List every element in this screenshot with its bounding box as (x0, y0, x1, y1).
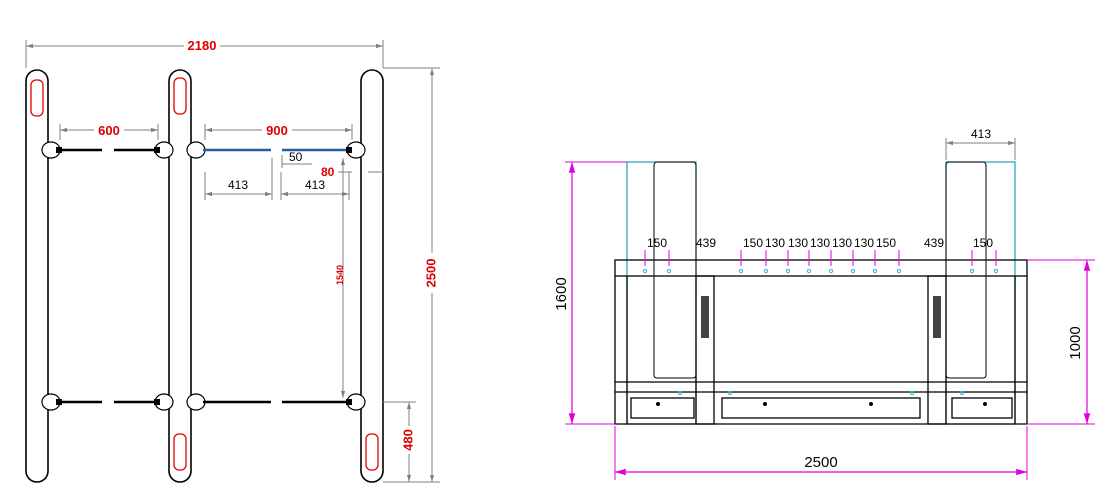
spacing-label: 150 (647, 236, 667, 250)
dim-gap: 50 (281, 150, 312, 168)
dim-total-length: 2500 (614, 426, 1028, 480)
dim-label: 413 (305, 178, 325, 192)
dim-label: 480 (400, 429, 415, 451)
dim-offset: 80 (321, 165, 383, 179)
spacing-label: 150 (973, 236, 993, 250)
top-view: 2180 600 900 50 80 (25, 38, 440, 483)
dim-label: 50 (289, 150, 303, 164)
spacing-label: 439 (924, 236, 944, 250)
dim-label: 1540 (335, 265, 345, 285)
spacing-labels: 150 439 150 130 130 130 130 130 150 439 … (647, 236, 993, 250)
spacing-label: 130 (765, 236, 785, 250)
motor-blocks (701, 296, 941, 338)
spacing-label: 150 (743, 236, 763, 250)
reader-slot-icon (173, 77, 187, 115)
dim-panel-width: 413 (945, 127, 1016, 160)
glass-panel-right (945, 161, 1016, 425)
arms-top-row (56, 147, 352, 153)
dim-total-height: 1600 (553, 161, 627, 425)
dim-overall-width: 2180 (25, 38, 384, 68)
dim-arm-position: 1540 (335, 158, 346, 398)
dim-overall-length: 2500 (383, 67, 440, 483)
arms-bottom-row (56, 399, 352, 405)
dim-label: 413 (971, 127, 991, 141)
spacing-ticks (644, 250, 997, 266)
spacing-label: 150 (876, 236, 896, 250)
dim-lane-right: 900 (204, 123, 353, 140)
post-right (360, 69, 384, 483)
reader-slot-icon (173, 433, 187, 471)
spacing-label: 130 (854, 236, 874, 250)
dim-end-offset: 480 (383, 401, 416, 482)
spacing-label: 439 (696, 236, 716, 250)
bolts (656, 402, 987, 406)
reader-slot-icon (365, 433, 379, 471)
dim-label: 600 (98, 123, 120, 138)
dim-label: 1600 (553, 277, 570, 310)
dim-label: 2500 (423, 259, 438, 288)
side-view: 150 439 150 130 130 130 130 130 150 439 … (553, 127, 1095, 480)
dim-label: 900 (266, 123, 288, 138)
cyan-dots (642, 268, 999, 396)
dim-lane-left: 600 (59, 123, 159, 140)
spacing-label: 130 (788, 236, 808, 250)
glass-panel-left (626, 161, 697, 425)
reader-slot-icon (30, 79, 44, 117)
dim-label: 1000 (1067, 326, 1084, 359)
dim-label: 2180 (188, 38, 217, 53)
spacing-label: 130 (810, 236, 830, 250)
frame (614, 259, 1028, 425)
dim-label: 80 (321, 165, 335, 179)
spacing-label: 130 (832, 236, 852, 250)
dim-label: 2500 (804, 454, 837, 471)
post-left (25, 69, 49, 483)
post-middle (168, 69, 192, 483)
dim-cabinet-height: 1000 (1027, 259, 1095, 425)
dim-wings: 413 413 (204, 158, 350, 200)
dim-label: 413 (228, 178, 248, 192)
